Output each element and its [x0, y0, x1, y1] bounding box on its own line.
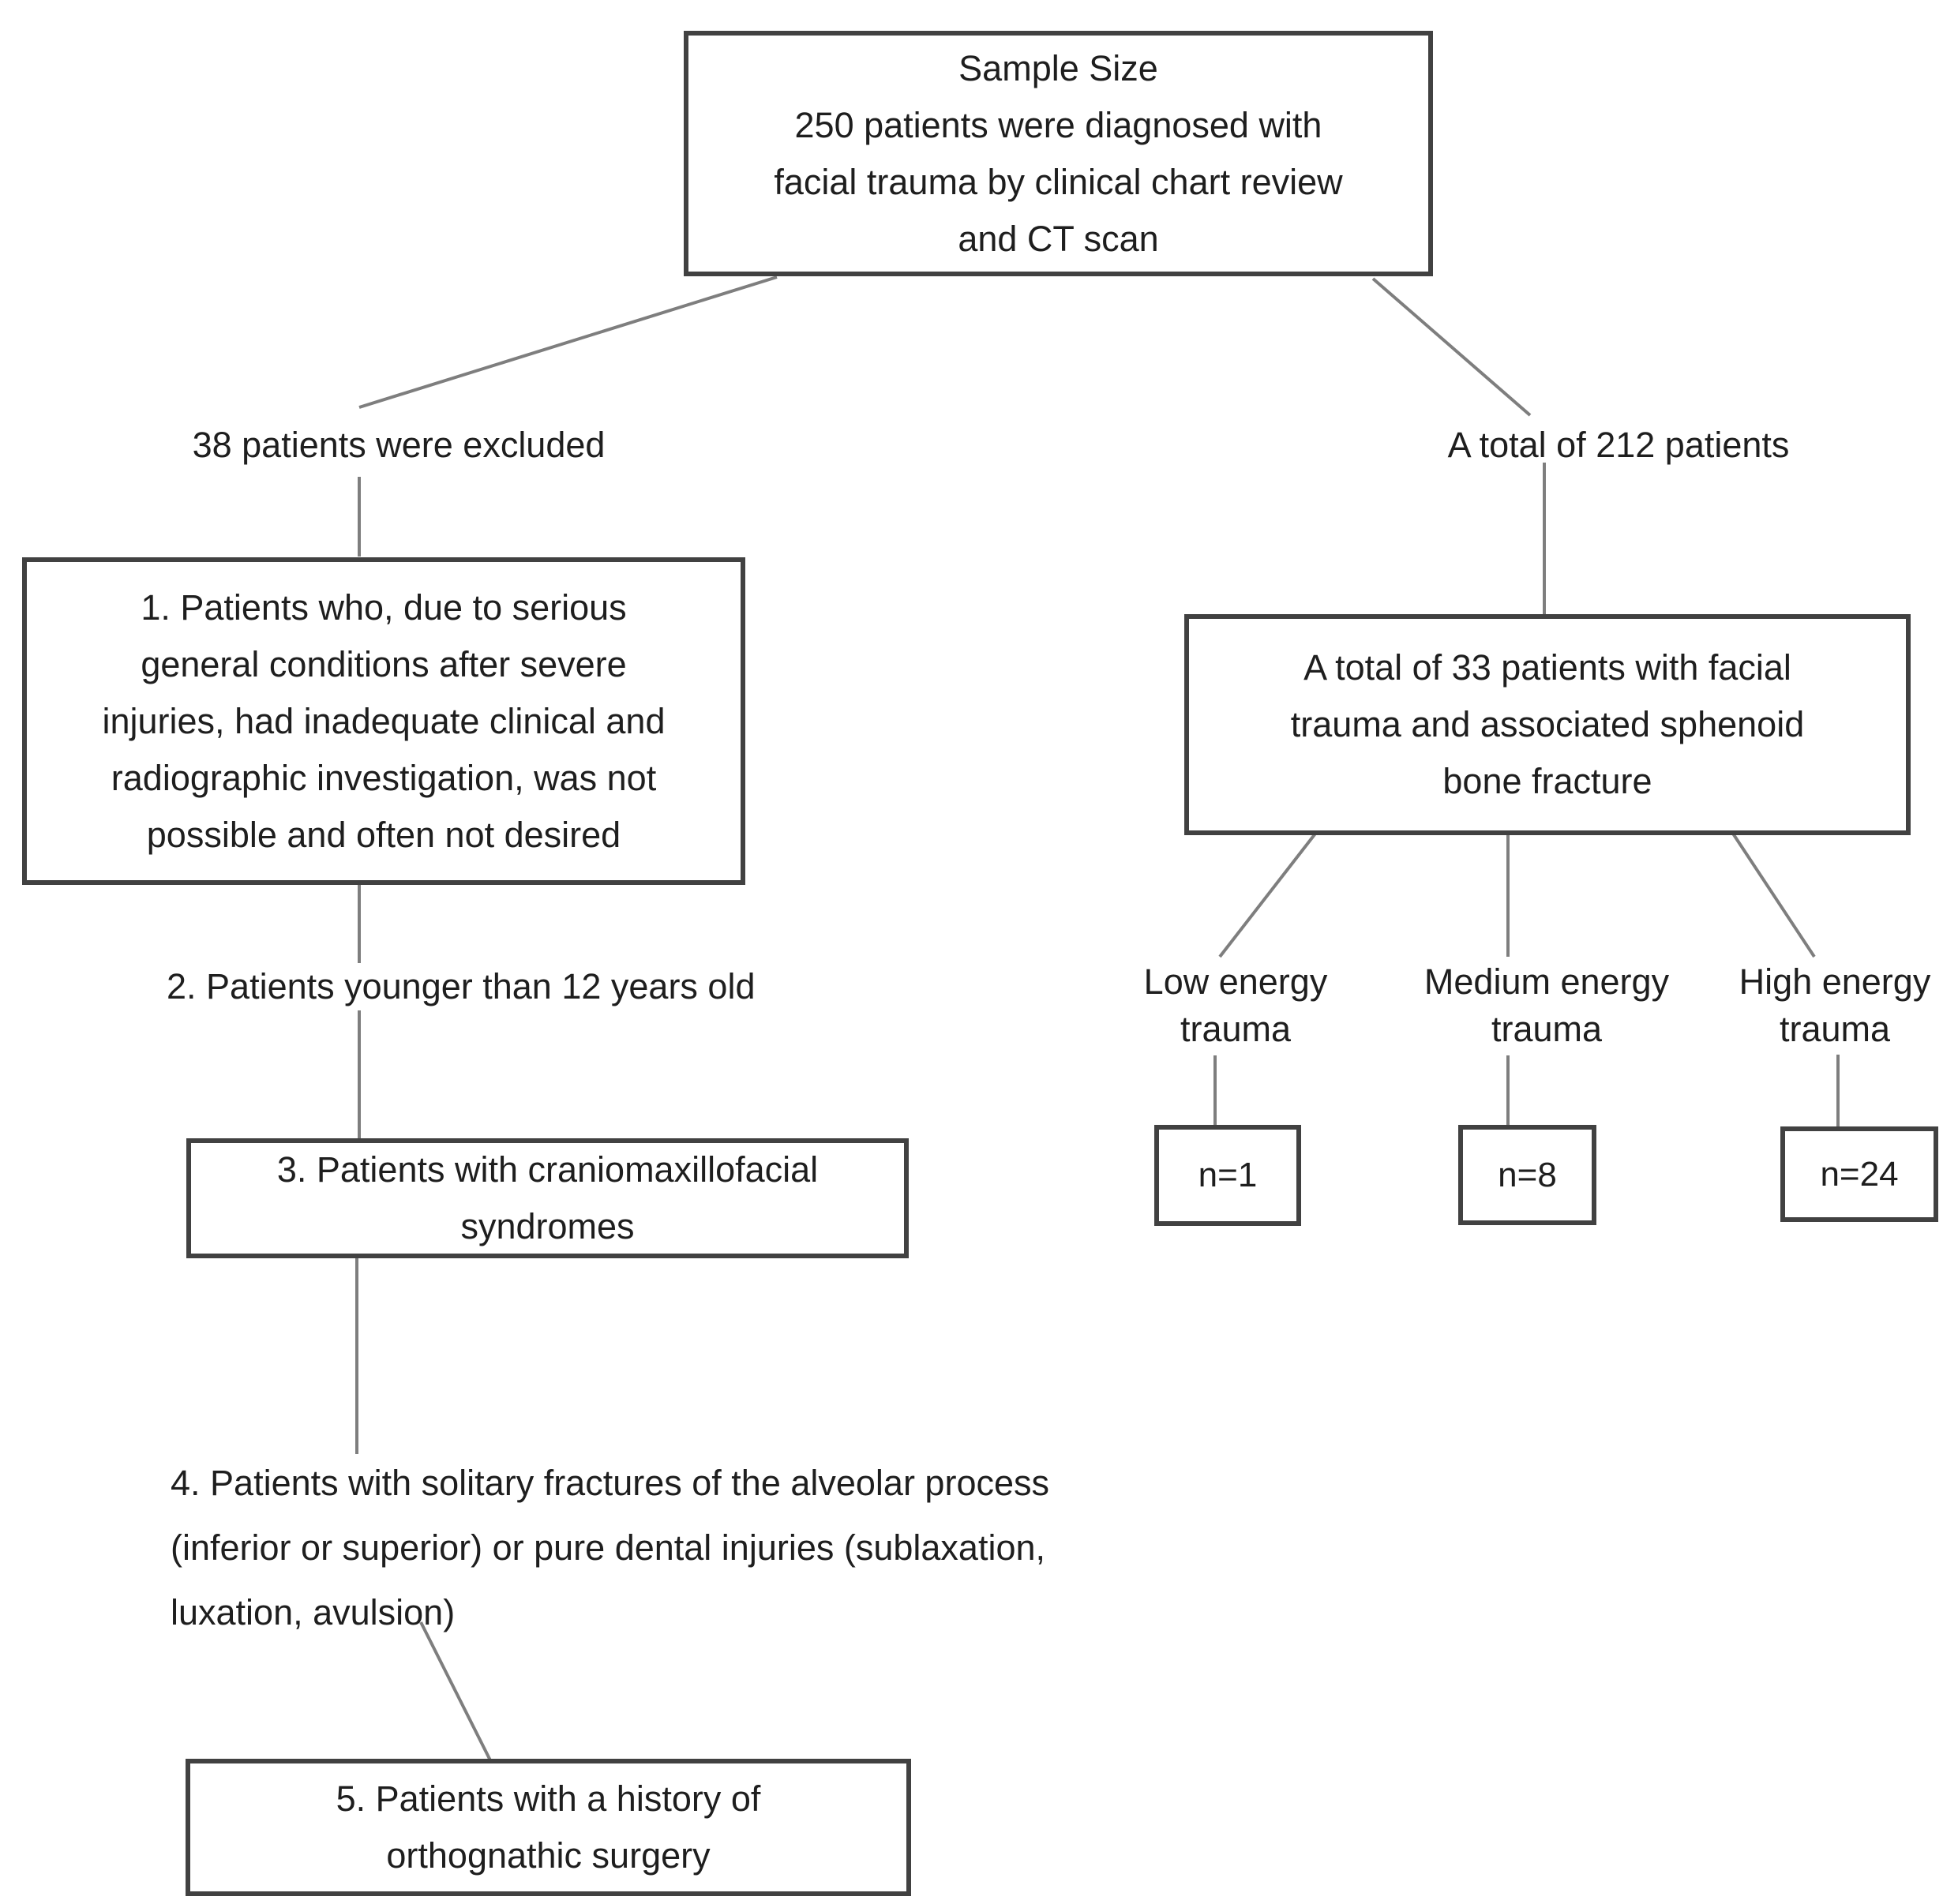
excluded-label: 38 patients were excluded — [192, 425, 606, 465]
high-energy-label: High energy trauma — [1739, 961, 1931, 1049]
exclusion1-text: 1. Patients who, due to serious general … — [102, 587, 666, 855]
low-energy-count-box: n=1 — [1154, 1125, 1301, 1226]
included-label: A total of 212 patients — [1447, 425, 1790, 465]
sample-size-text: Sample Size 250 patients were diagnosed … — [774, 47, 1343, 259]
medium-energy-count: n=8 — [1498, 1155, 1557, 1194]
connector-exclusion4-to-exclusion5 — [419, 1621, 493, 1763]
exclusion1-box: 1. Patients who, due to serious general … — [22, 557, 745, 885]
sphenoid-text: A total of 33 patients with facial traum… — [1290, 647, 1805, 801]
connector-sphenoid-to-low — [1218, 832, 1317, 958]
exclusion2-label: 2. Patients younger than 12 years old — [167, 963, 756, 1010]
medium-energy-count-box: n=8 — [1458, 1125, 1596, 1225]
connector-sphenoid-to-high — [1731, 832, 1816, 958]
sphenoid-box: A total of 33 patients with facial traum… — [1184, 614, 1911, 835]
medium-energy-label: Medium energy trauma — [1423, 961, 1670, 1049]
high-energy-count-box: n=24 — [1780, 1126, 1938, 1222]
exclusion5-text: 5. Patients with a history of orthognath… — [336, 1778, 761, 1876]
sample-size-box: Sample Size 250 patients were diagnosed … — [684, 31, 1433, 276]
connector-sample-to-excluded — [358, 275, 778, 409]
low-energy-label: Low energy trauma — [1143, 961, 1328, 1049]
high-energy-count: n=24 — [1820, 1154, 1899, 1194]
exclusion5-box: 5. Patients with a history of orthognath… — [186, 1759, 911, 1896]
exclusion3-box: 3. Patients with craniomaxillofacial syn… — [186, 1138, 909, 1258]
exclusion4-label: 4. Patients with solitary fractures of t… — [171, 1463, 1050, 1632]
exclusion3-text: 3. Patients with craniomaxillofacial syn… — [276, 1149, 819, 1246]
low-energy-count: n=1 — [1198, 1156, 1258, 1194]
connector-sample-to-included — [1371, 277, 1532, 417]
